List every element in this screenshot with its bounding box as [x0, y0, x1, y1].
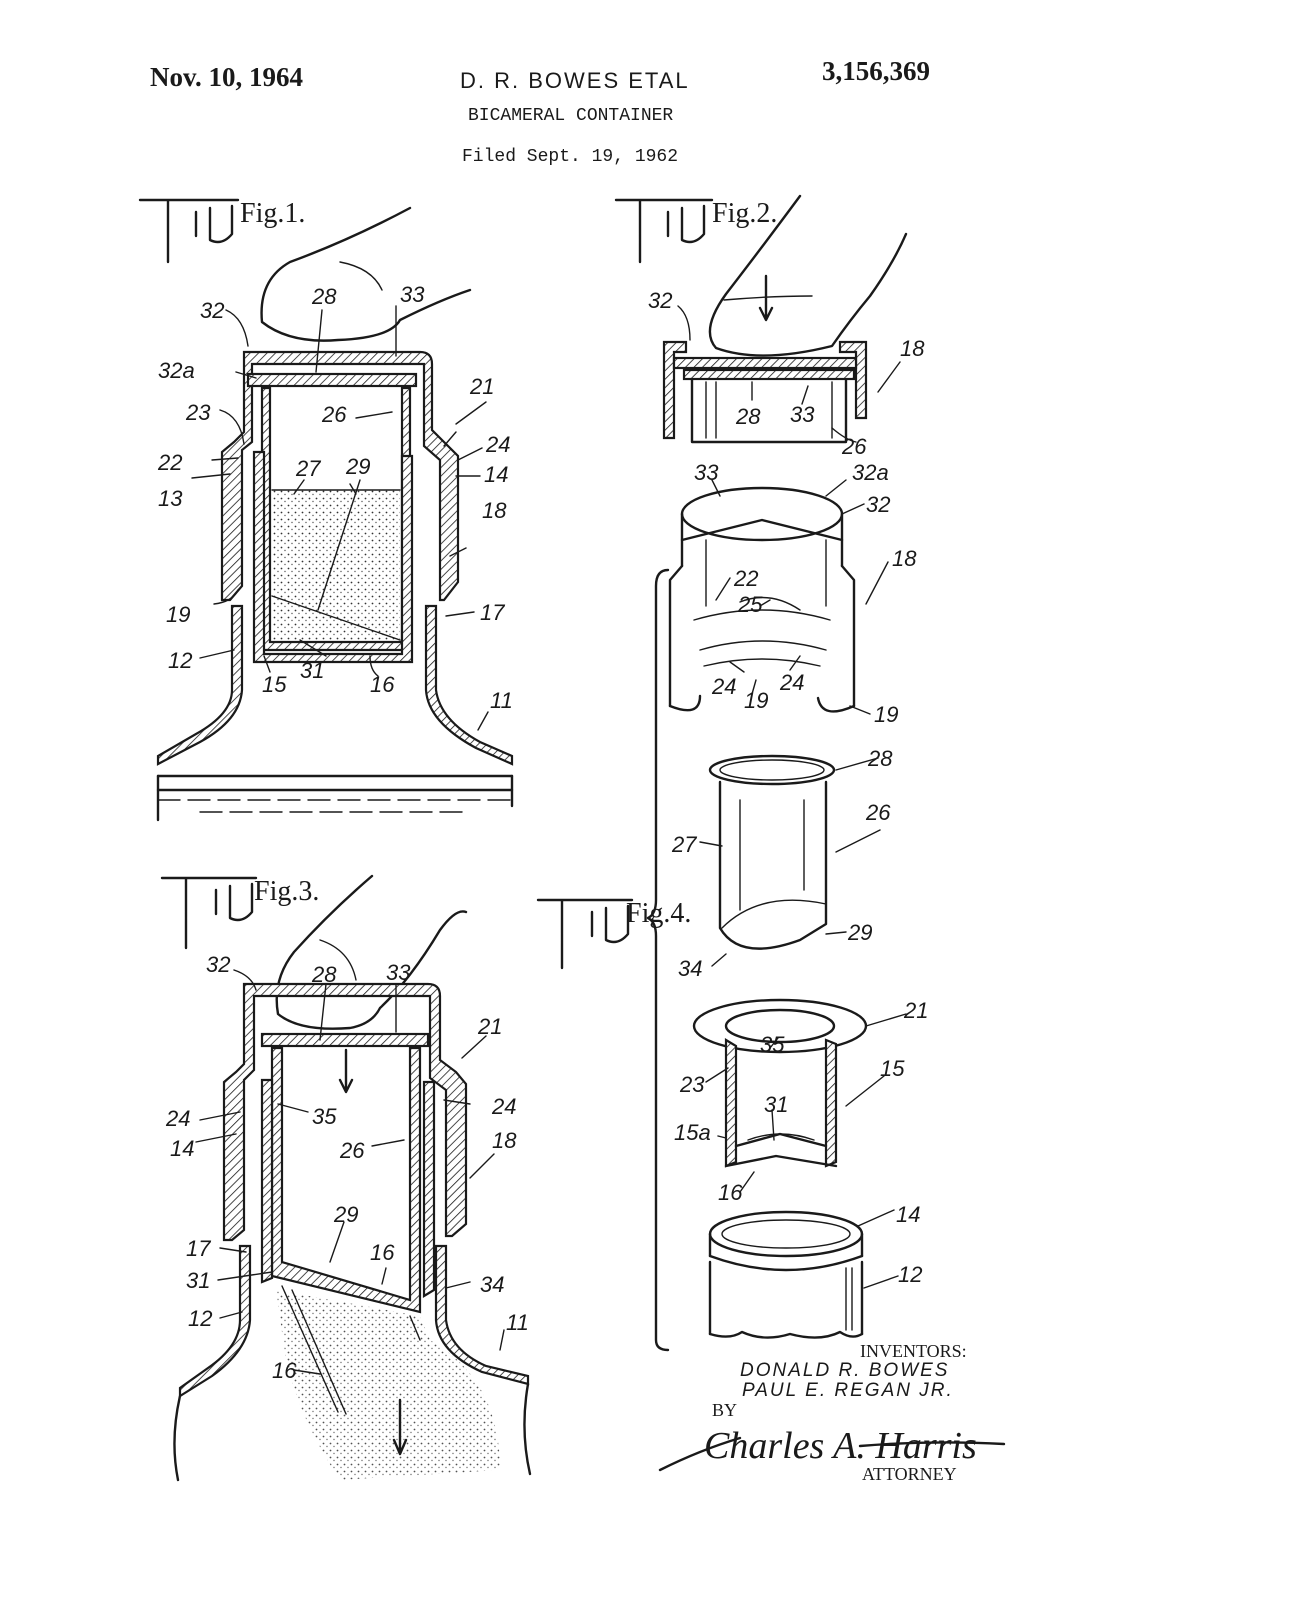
fig1-ref-11: 11 [490, 688, 513, 713]
patent-title: BICAMERAL CONTAINER [468, 106, 674, 126]
fig3-ref-21: 21 [477, 1014, 502, 1039]
fig4-ref-24-b: 24 [779, 670, 804, 695]
inventor-line: D. R. BOWES ETAL [460, 68, 690, 93]
figure-2: Fig.2. 32 18 28 33 26 [614, 194, 925, 459]
fig3-ref-33: 33 [386, 960, 411, 985]
fig4-ref-33: 33 [694, 460, 719, 485]
fig1-ref-29: 29 [345, 454, 370, 479]
fig1-ref-23: 23 [185, 400, 211, 425]
fig3-ref-24-a: 24 [165, 1106, 190, 1131]
fig1-ref-13: 13 [158, 486, 183, 511]
inventors-label: INVENTORS: [860, 1341, 967, 1361]
fig3-ref-32: 32 [206, 952, 230, 977]
inventor-1-name: DONALD R. BOWES [740, 1360, 949, 1381]
fig4-ref-23: 23 [679, 1072, 705, 1097]
fig1-ref-15: 15 [262, 672, 287, 697]
figure-2-label: Fig.2. [712, 198, 777, 229]
fig1-ref-22: 22 [157, 450, 182, 475]
fig4-ref-15a: 15a [674, 1120, 711, 1145]
figure-1-label: Fig.1. [240, 198, 305, 229]
inventor-2-name: PAUL E. REGAN JR. [742, 1380, 954, 1401]
signature-block: INVENTORS: DONALD R. BOWES PAUL E. REGAN… [658, 1341, 1006, 1484]
fig3-ref-28: 28 [311, 962, 337, 987]
fig1-ref-17: 17 [480, 600, 505, 625]
fig1-ref-27: 27 [295, 456, 321, 481]
fig3-ref-26: 26 [339, 1138, 365, 1163]
fig4-ref-15: 15 [880, 1056, 905, 1081]
fig3-ref-29: 29 [333, 1202, 358, 1227]
fig1-ref-21: 21 [469, 374, 494, 399]
fig1-ref-18: 18 [482, 498, 507, 523]
fig3-ref-16-a: 16 [370, 1240, 395, 1265]
fig2-ref-18: 18 [900, 336, 925, 361]
patent-number: 3,156,369 [822, 56, 930, 86]
fig4-ref-19-b: 19 [874, 702, 898, 727]
fig4-ref-24-a: 24 [711, 674, 736, 699]
fig3-ref-11: 11 [506, 1310, 529, 1335]
fig4-ref-21: 21 [903, 998, 928, 1023]
fig2-ref-33: 33 [790, 402, 815, 427]
fig4-ref-26: 26 [865, 800, 891, 825]
fig4-ref-32: 32 [866, 492, 890, 517]
fig3-ref-16-b: 16 [272, 1358, 297, 1383]
figure-4-label: Fig.4. [626, 898, 691, 929]
fig2-ref-26: 26 [841, 434, 867, 459]
by-label: BY [712, 1400, 737, 1420]
figure-4: Fig.4. 33 32a 32 22 18 25 24 19 24 19 28… [536, 460, 928, 1352]
fig1-ref-16: 16 [370, 672, 395, 697]
fig4-ref-34: 34 [678, 956, 702, 981]
fig4-ref-35: 35 [760, 1032, 785, 1057]
fig3-ref-14: 14 [170, 1136, 194, 1161]
patent-date: Nov. 10, 1964 [150, 62, 304, 92]
fig2-ref-32: 32 [648, 288, 672, 313]
fig1-ref-26: 26 [321, 402, 347, 427]
fig4-ref-28: 28 [867, 746, 893, 771]
fig4-ref-14: 14 [896, 1202, 920, 1227]
fig3-ref-35: 35 [312, 1104, 337, 1129]
fig1-ref-33: 33 [400, 282, 425, 307]
fig3-ref-24-b: 24 [491, 1094, 516, 1119]
fig4-ref-12: 12 [898, 1262, 922, 1287]
fig4-ref-19-a: 19 [744, 688, 768, 713]
fig3-ref-31: 31 [186, 1268, 210, 1293]
attorney-signature: Charles A. Harris [704, 1425, 977, 1467]
fig1-ref-19: 19 [166, 602, 190, 627]
fig4-ref-31: 31 [764, 1092, 788, 1117]
fig1-ref-24: 24 [485, 432, 510, 457]
figure-3: Fig.3. 32 28 33 21 24 35 24 14 26 18 29 [160, 874, 532, 1482]
fig1-ref-31: 31 [300, 658, 324, 683]
filed-date: Filed Sept. 19, 1962 [462, 147, 679, 167]
fig3-ref-18: 18 [492, 1128, 517, 1153]
fig4-ref-25: 25 [737, 592, 763, 617]
fig1-ref-12: 12 [168, 648, 192, 673]
fig4-ref-16: 16 [718, 1180, 743, 1205]
fig2-ref-28: 28 [735, 404, 761, 429]
fig1-ref-32: 32 [200, 298, 224, 323]
fig3-ref-17: 17 [186, 1236, 211, 1261]
figure-1: Fig.1. 32 28 33 32a 21 23 26 24 22 2 [138, 198, 514, 822]
fig1-ref-14: 14 [484, 462, 508, 487]
fig4-ref-18: 18 [892, 546, 917, 571]
fig3-ref-12: 12 [188, 1306, 212, 1331]
fig4-ref-29: 29 [847, 920, 872, 945]
attorney-label: ATTORNEY [862, 1464, 957, 1484]
fig4-ref-27: 27 [671, 832, 697, 857]
fig1-ref-28: 28 [311, 284, 337, 309]
fig3-ref-34: 34 [480, 1272, 504, 1297]
fig4-ref-32a: 32a [852, 460, 889, 485]
fig1-ref-32a: 32a [158, 358, 195, 383]
fig4-ref-22: 22 [733, 566, 758, 591]
figure-3-label: Fig.3. [254, 876, 319, 907]
